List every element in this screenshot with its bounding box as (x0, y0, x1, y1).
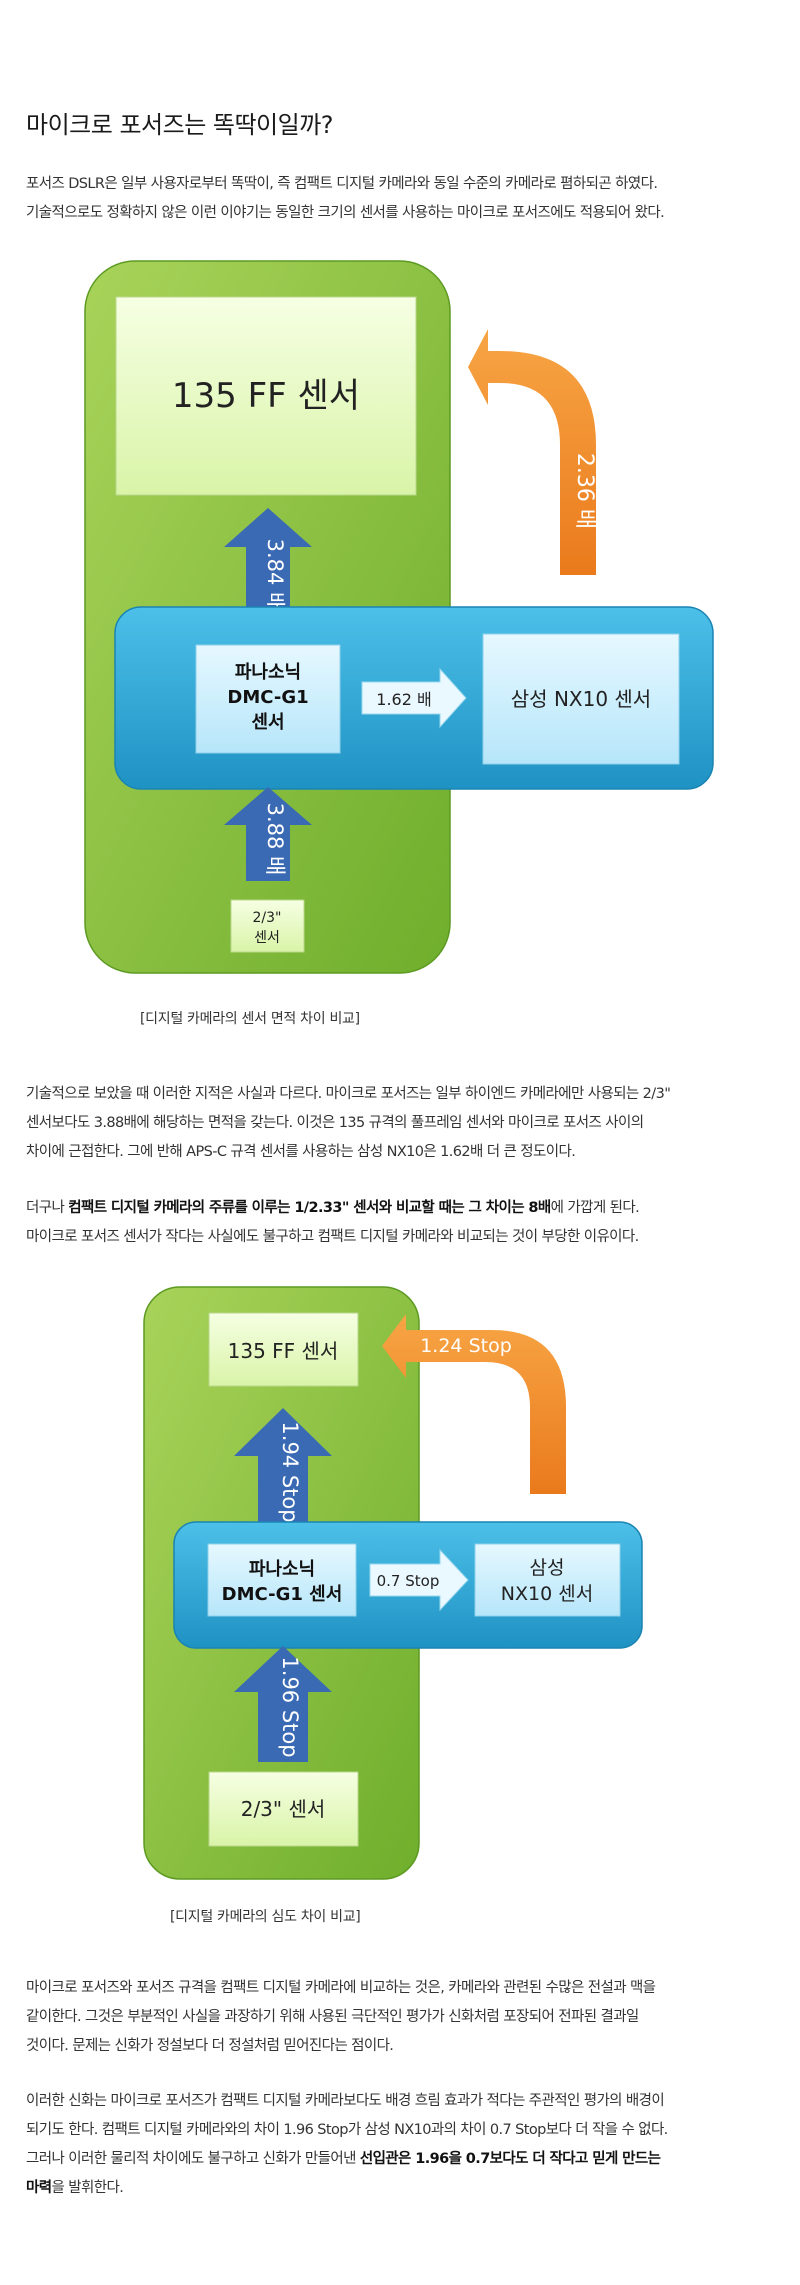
g1-sensor-label: DMC-G1 (227, 687, 308, 708)
emphasis-text: 컴팩트 디지털 카메라의 주류를 이루는 1/2.33" 센서와 비교할 때는 … (68, 1200, 551, 1216)
white-arrow-right-label: 1.62 배 (376, 690, 431, 709)
small-sensor-label: 2/3" (253, 910, 282, 926)
paragraph-5: 이러한 신화는 마이크로 포서즈가 컴팩트 디지털 카메라보다도 배경 흐림 효… (26, 2087, 786, 2203)
orange-arrow (382, 1314, 566, 1494)
navy-arrow-bottom-label: 1.96 Stop (278, 1656, 302, 1757)
navy-arrow-bottom-label: 3.88 배 (263, 803, 287, 876)
depth-diagram: 135 FF 센서 1.24 Stop 1.94 Stop 파나소닉 DMC-G… (0, 1282, 800, 1902)
paragraph-4: 마이크로 포서즈와 포서즈 규격을 컴팩트 디지털 카메라에 비교하는 것은, … (26, 1974, 786, 2061)
navy-arrow-up-label: 3.84 배 (263, 539, 287, 612)
paragraph-line: 그러나 이러한 물리적 차이에도 불구하고 신화가 만들어낸 선입관은 1.96… (26, 2145, 786, 2174)
navy-arrow-up (224, 508, 312, 610)
g1-sensor-label: 센서 (251, 712, 284, 733)
small-sensor-label: 2/3" 센서 (241, 1797, 326, 1821)
paragraph-line: 이러한 신화는 마이크로 포서즈가 컴팩트 디지털 카메라보다도 배경 흐림 효… (26, 2093, 665, 2109)
white-arrow-right (361, 667, 467, 729)
paragraph-line: 차이에 근접한다. 그에 반해 APS-C 규격 센서를 사용하는 삼성 NX1… (26, 1144, 576, 1160)
text-span: 그러나 이러한 물리적 차이에도 불구하고 신화가 만들어낸 (26, 2151, 360, 2167)
g1-sensor-box (195, 644, 341, 754)
white-arrow-right-label: 0.7 Stop (377, 1572, 440, 1590)
paragraph-line: 마이크로 포서즈 센서가 작다는 사실에도 불구하고 컴팩트 디지털 카메라와 … (26, 1229, 639, 1245)
nx10-sensor-box (474, 1543, 621, 1617)
small-sensor-box (208, 1771, 359, 1847)
text-span: 을 발휘한다. (51, 2180, 124, 2196)
ff-sensor-box (208, 1312, 359, 1387)
diagram1-caption: [디지털 카메라의 센서 면적 차이 비교] (140, 1011, 360, 1027)
paragraph-line: 마력을 발휘한다. (26, 2174, 786, 2203)
paragraph-line: 되기도 한다. 컴팩트 디지털 카메라와의 차이 1.96 Stop가 삼성 N… (26, 2122, 668, 2138)
text-span: 더구나 (26, 1200, 69, 1216)
nx10-sensor-label: 삼성 NX10 센서 (511, 687, 651, 711)
orange-arrow (468, 329, 596, 575)
g1-sensor-box (207, 1543, 357, 1617)
emphasis-text: 마력 (26, 2180, 52, 2196)
navy-arrow-up (234, 1408, 332, 1525)
small-sensor-label: 센서 (254, 930, 280, 946)
diagram2-caption: [디지털 카메라의 심도 차이 비교] (170, 1909, 361, 1925)
orange-arrow-label: 2.36 배 (572, 453, 597, 529)
small-sensor-box (230, 899, 305, 953)
nx10-sensor-label: 삼성 (530, 1557, 565, 1579)
intro-paragraph: 포서즈 DSLR은 일부 사용자로부터 똑딱이, 즉 컴팩트 디지털 카메라와 … (26, 170, 786, 228)
paragraph-2: 기술적으로 보았을 때 이러한 지적은 사실과 다르다. 마이크로 포서즈는 일… (26, 1080, 786, 1167)
nx10-sensor-box (482, 633, 680, 765)
ff-sensor-label: 135 FF 센서 (172, 376, 360, 416)
g1-sensor-label: DMC-G1 센서 (222, 1584, 343, 1605)
nx10-sensor-label: NX10 센서 (501, 1583, 593, 1605)
paragraph-line: 기술적으로 보았을 때 이러한 지적은 사실과 다르다. 마이크로 포서즈는 일… (26, 1086, 671, 1102)
white-arrow-right (369, 1548, 469, 1612)
sensor-area-diagram: 135 FF 센서 2.36 배 3.84 배 파나소닉 DMC-G1 센서 1… (0, 255, 800, 1035)
text-span: 에 가깝게 된다. (550, 1200, 640, 1216)
ff-sensor-label: 135 FF 센서 (228, 1339, 339, 1363)
paragraph-3: 더구나 컴팩트 디지털 카메라의 주류를 이루는 1/2.33" 센서와 비교할… (26, 1194, 786, 1252)
paragraph-line: 마이크로 포서즈와 포서즈 규격을 컴팩트 디지털 카메라에 비교하는 것은, … (26, 1980, 656, 1996)
intro-line: 포서즈 DSLR은 일부 사용자로부터 똑딱이, 즉 컴팩트 디지털 카메라와 … (26, 176, 658, 192)
intro-line: 기술적으로도 정확하지 않은 이런 이야기는 동일한 크기의 센서를 사용하는 … (26, 205, 665, 221)
paragraph-line: 더구나 컴팩트 디지털 카메라의 주류를 이루는 1/2.33" 센서와 비교할… (26, 1194, 786, 1223)
navy-arrow-up-label: 1.94 Stop (278, 1421, 302, 1522)
navy-arrow-bottom (234, 1646, 332, 1762)
page-title: 마이크로 포서즈는 똑딱이일까? (26, 111, 334, 139)
g1-sensor-label: 파나소닉 (249, 1559, 315, 1580)
navy-arrow-bottom (224, 787, 312, 881)
g1-sensor-label: 파나소닉 (235, 662, 301, 683)
paragraph-line: 같이한다. 그것은 부분적인 사실을 과장하기 위해 사용된 극단적인 평가가 … (26, 2009, 639, 2025)
emphasis-text: 선입관은 1.96을 0.7보다도 더 작다고 믿게 만드는 (359, 2151, 661, 2167)
ff-sensor-box (115, 296, 417, 496)
paragraph-line: 센서보다도 3.88배에 해당하는 면적을 갖는다. 이것은 135 규격의 풀… (26, 1115, 644, 1131)
paragraph-line: 것이다. 문제는 신화가 정설보다 더 정설처럼 믿어진다는 점이다. (26, 2038, 394, 2054)
orange-arrow-label: 1.24 Stop (420, 1335, 512, 1357)
